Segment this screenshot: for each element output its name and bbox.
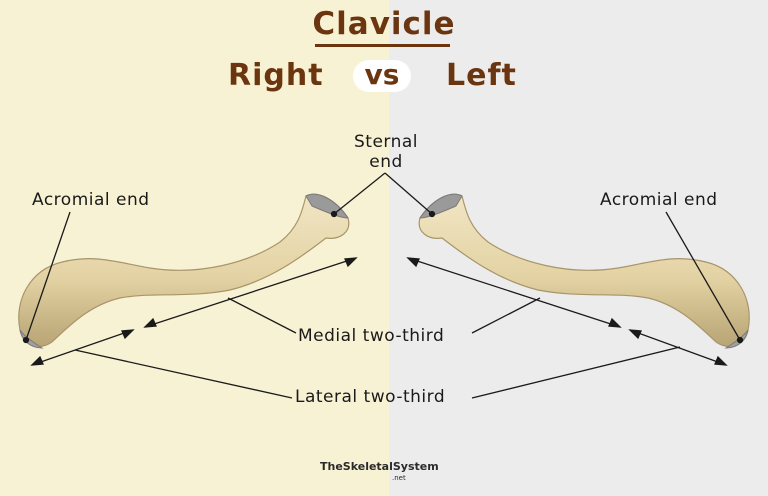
acromial-dot-left [736,336,744,344]
right-clavicle-bone [18,193,350,349]
sternal-leader-left [384,172,433,215]
site-credit-suffix: .net [392,474,406,482]
lateral-span-right [31,329,134,366]
vs-badge [353,60,411,92]
acromial-leader-left [665,211,741,341]
sternal-end-label-line1: Sternal [353,132,419,152]
acromial-end-label-left: Acromial end [600,190,718,210]
acromial-dot-right [22,336,30,344]
sternal-leader-right [333,172,386,215]
medial-span-right [144,257,357,328]
lateral-two-third-label: Lateral two-third [295,387,446,407]
lateral-arrowhead-right-upper [121,329,135,340]
medial-two-third-label: Medial two-third [298,326,445,346]
right-panel-background [0,0,389,496]
lateral-arrowhead-left-lower [714,355,728,366]
left-panel-background [389,0,768,496]
right-heading: Right [228,58,324,93]
title-underline [315,44,450,47]
page-title: Clavicle [312,6,456,42]
acromial-leader-right [25,211,71,341]
medial-arrowhead-right-upper [344,257,358,268]
medial-arrowhead-left-upper [406,257,420,268]
medial-leader-right [227,297,297,334]
lateral-leader-left [471,346,681,399]
medial-arrowhead-right-lower [143,317,157,328]
lateral-arrowhead-left-upper [628,329,642,340]
sternal-dot-left [428,210,436,218]
medial-leader-left [471,297,541,334]
lateral-leader-right [74,349,293,399]
left-heading: Left [446,58,517,93]
lateral-arrowhead-right-lower [30,355,44,366]
site-credit: TheSkeletalSystem [320,460,439,473]
acromial-end-label-right: Acromial end [32,190,150,210]
sternal-end-label-line2: end [369,152,403,172]
medial-span-left [407,257,621,328]
vs-label: vs [364,58,400,91]
medial-arrowhead-left-lower [608,317,622,328]
sternal-dot-right [330,210,338,218]
